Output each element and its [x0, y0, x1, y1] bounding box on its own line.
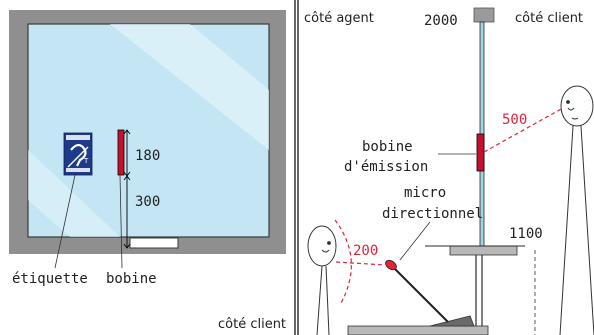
label-2000: 2000 — [424, 13, 458, 29]
desk-top — [347, 325, 489, 335]
microphone-base — [429, 315, 475, 327]
label-bobine: bobine — [106, 271, 157, 287]
counter-shelf — [449, 245, 518, 256]
microphone-arm — [391, 265, 449, 323]
distance-line-500 — [483, 107, 564, 153]
dimension-300: 300 — [135, 194, 160, 210]
label-cote-client-right: côté client — [515, 11, 583, 26]
pickup-arc — [334, 219, 352, 306]
distance-line-200 — [335, 261, 386, 266]
hearing-loop-sign-icon: T — [63, 132, 93, 176]
label-500: 500 — [502, 112, 527, 128]
label-cote-client-left: côté client — [218, 317, 286, 332]
left-panel: T 180 300 étiquette bobine côté client — [9, 0, 299, 335]
label-1100: 1100 — [509, 226, 543, 242]
label-bobine-emission-2: d'émission — [344, 159, 428, 175]
label-micro-2: directionnel — [382, 206, 483, 222]
glass-reflection — [28, 150, 120, 237]
ceiling-mount — [473, 7, 495, 23]
label-etiquette: étiquette — [12, 271, 88, 287]
person-client-icon — [559, 85, 594, 335]
label-micro-1: micro — [404, 185, 446, 201]
dimension-180: 180 — [135, 148, 160, 164]
person-agent-icon — [307, 225, 337, 335]
dimension-line — [123, 129, 131, 249]
leader-line — [399, 221, 431, 261]
right-panel: côté agent 2000 côté client bobine d'émi… — [304, 7, 594, 335]
leader-line — [54, 174, 76, 269]
label-200: 200 — [353, 243, 378, 259]
counter-slot — [129, 237, 179, 249]
label-cote-agent: côté agent — [304, 11, 374, 26]
label-bobine-emission-1: bobine — [362, 139, 413, 155]
emitter-coil — [476, 133, 485, 172]
glass-reflection — [110, 24, 269, 150]
microphone-head — [385, 259, 397, 271]
leader-line — [119, 174, 123, 269]
svg-text:T: T — [83, 157, 89, 165]
coil-marker — [117, 129, 125, 176]
